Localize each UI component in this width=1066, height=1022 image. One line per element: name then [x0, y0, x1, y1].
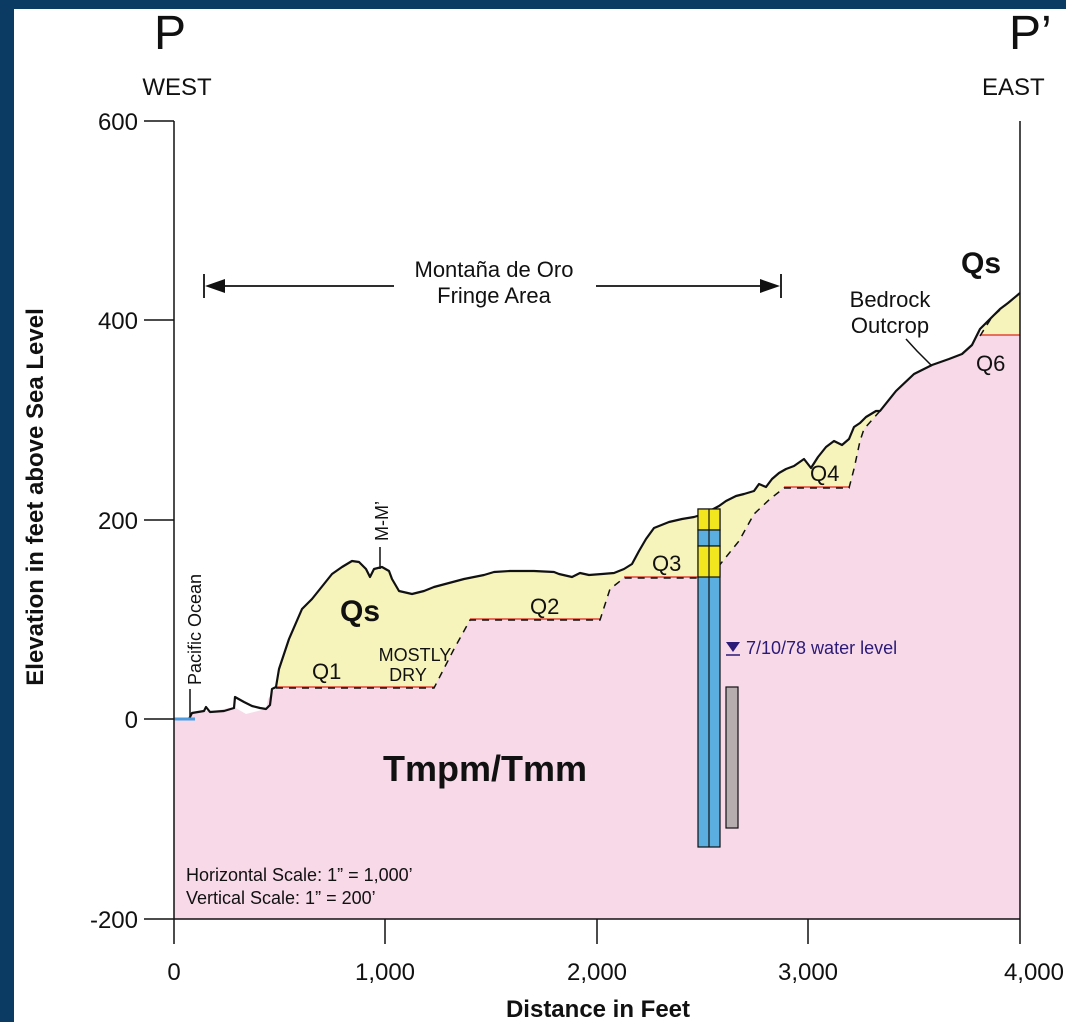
y-tick-label: -200	[90, 907, 138, 934]
q2-unit-label: Q2	[530, 594, 559, 619]
section-start-marker: P	[154, 9, 186, 60]
x-tick-label: 0	[167, 959, 180, 986]
y-axis-title: Elevation in feet above Sea Level	[22, 308, 49, 685]
section-end-marker: P’	[1009, 9, 1052, 60]
fringe-area-arrow	[203, 274, 782, 298]
bedrock-outcrop-leader	[905, 338, 933, 367]
unit-contacts	[276, 302, 1020, 689]
pacific-ocean-label: Pacific Ocean	[185, 574, 205, 685]
x-axis-title: Distance in Feet	[506, 996, 690, 1022]
bedrock-outcrop-label-line1: Bedrock	[850, 287, 932, 312]
gray-interval-bar	[725, 686, 739, 829]
cross-section-figure: 600 400 200 0 -200 0 1,000 2,000 3,000 4…	[14, 9, 1066, 1022]
y-axis-ticks	[144, 120, 174, 920]
x-tick-label: 1,000	[355, 959, 415, 986]
bedrock-outcrop-label-line2: Outcrop	[851, 313, 929, 338]
y-tick-label: 0	[125, 707, 138, 734]
alluvium-east-area	[980, 293, 1020, 335]
vertical-scale-note: Vertical Scale: 1” = 200’	[186, 888, 376, 908]
west-direction-label: WEST	[142, 74, 212, 101]
qs-unit-label: Qs	[340, 595, 380, 628]
fringe-area-label-line2: Fringe Area	[437, 283, 551, 308]
cross-section-diagram: 600 400 200 0 -200 0 1,000 2,000 3,000 4…	[22, 9, 1064, 1022]
x-tick-label: 2,000	[567, 959, 627, 986]
x-tick-label: 3,000	[778, 959, 838, 986]
q3-unit-label: Q3	[652, 551, 681, 576]
y-tick-label: 400	[98, 308, 138, 335]
mostly-dry-label-line1: MOSTLY	[379, 645, 452, 665]
x-tick-label: 4,000	[1004, 959, 1064, 986]
horizontal-scale-note: Horizontal Scale: 1” = 1,000’	[186, 865, 413, 885]
y-tick-label: 200	[98, 508, 138, 535]
ground-surface-line	[174, 292, 1021, 721]
water-level-icon	[726, 642, 740, 652]
q6-unit-label: Q6	[976, 351, 1005, 376]
x-axis-ticks	[173, 919, 1021, 944]
fringe-area-label-line1: Montaña de Oro	[415, 257, 574, 282]
well-column	[697, 508, 721, 848]
cross-section-ref-label: M-M’	[372, 501, 392, 541]
bedrock-unit-label: Tmpm/Tmm	[383, 748, 587, 789]
mostly-dry-label-line2: DRY	[389, 665, 427, 685]
east-direction-label: EAST	[982, 74, 1045, 101]
qs-east-unit-label: Qs	[961, 247, 1001, 280]
water-level-label: 7/10/78 water level	[746, 638, 897, 658]
q4-unit-label: Q4	[810, 461, 839, 486]
bedrock-unit-area	[174, 329, 1020, 919]
alluvium-unit-area	[276, 411, 880, 687]
y-tick-label: 600	[98, 109, 138, 136]
q1-unit-label: Q1	[312, 659, 341, 684]
